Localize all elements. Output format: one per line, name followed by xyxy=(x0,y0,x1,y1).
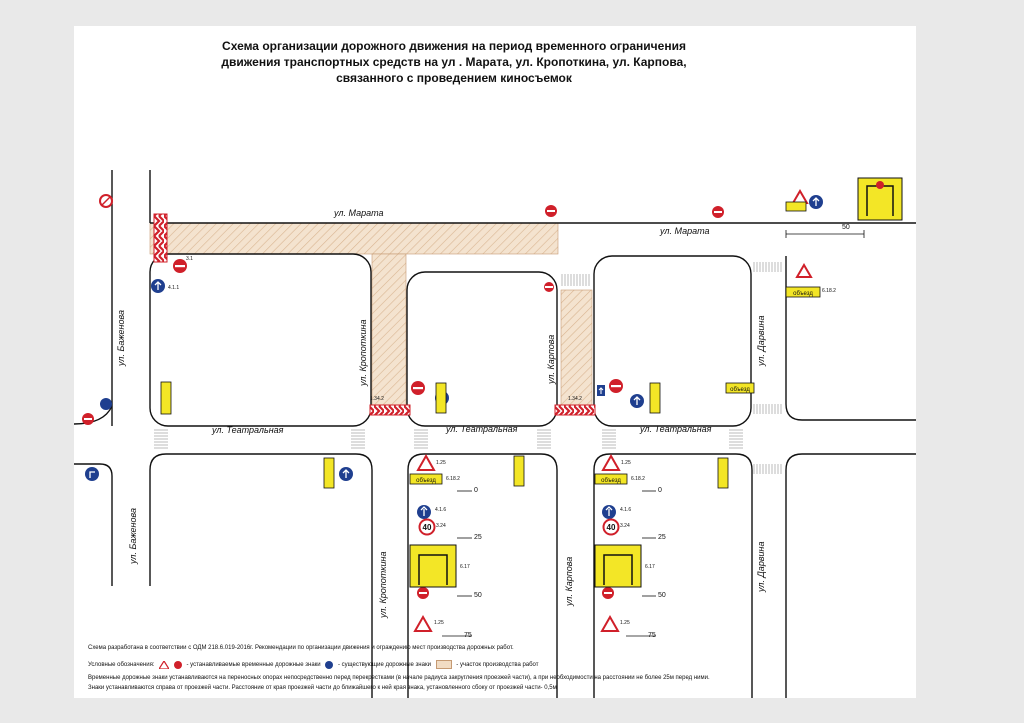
code-no-entry-1: 3.1 xyxy=(186,256,193,262)
street-label-kropotkina-1: ул. Кропоткина xyxy=(358,319,368,386)
distance-b-75: 75 xyxy=(648,632,656,639)
distance-a-50: 50 xyxy=(474,592,482,599)
code-works-1: 1.25 xyxy=(436,460,446,466)
detour-boards xyxy=(160,201,821,489)
code-speed-2: 3.24 xyxy=(620,523,630,529)
street-label-karpova-1: ул. Карпова xyxy=(546,334,556,384)
code-works-4: 1.25 xyxy=(620,620,630,626)
block-6 xyxy=(407,453,558,698)
distance-a-75: 75 xyxy=(464,632,472,639)
distance-a-25: 25 xyxy=(474,534,482,541)
legend-title: Условные обозначения: xyxy=(88,662,155,669)
scheme-title: Схема организации дорожного движения на … xyxy=(209,38,699,86)
code-barrier-1: 1.34.2 xyxy=(370,396,384,402)
title-line-2: движения транспортных средств на ул . Ма… xyxy=(221,55,687,69)
detour-text-3: объезд xyxy=(793,291,813,297)
detour-text-2: объезд xyxy=(601,478,621,484)
street-label-bazhenova-2: ул. Баженова xyxy=(128,508,138,564)
street-label-kropotkina-2: ул. Кропоткина xyxy=(378,551,388,618)
code-detour-3: 6.18.2 xyxy=(822,288,836,294)
block-1 xyxy=(149,253,372,427)
street-label-karpova-2: ул. Карпова xyxy=(564,556,574,606)
road-works-signs xyxy=(413,189,813,632)
block-3 xyxy=(593,255,752,427)
code-works-2: 1.25 xyxy=(621,460,631,466)
distance-b-0: 0 xyxy=(658,487,662,494)
code-turn-ban-2: 4.1.6 xyxy=(620,507,632,513)
street-label-bazhenova-1: ул. Баженова xyxy=(116,310,126,366)
legend-existing-sign-icon xyxy=(325,660,334,669)
legend-line-1: Схема разработана в соответствии с ОДМ 2… xyxy=(88,645,514,651)
legend-line-2: Условные обозначения: - устанавливаемые … xyxy=(88,659,539,670)
code-scheme-1: 6.17 xyxy=(460,564,470,570)
speed-limit-value-2: 40 xyxy=(607,523,616,532)
legend-existing-signs: - существующие дорожные знаки xyxy=(338,662,431,669)
crosswalks xyxy=(154,262,782,474)
street-label-marata-2: ул. Марата xyxy=(660,226,710,236)
legend-work-zone: - участок производства работ xyxy=(456,662,539,669)
street-label-teatralnaya-3: ул. Театральная xyxy=(640,424,712,434)
legend-temp-sign-circle-icon xyxy=(173,660,182,669)
code-barrier-2: 1.34.2 xyxy=(568,396,582,402)
work-zone-kropotkina xyxy=(371,253,407,407)
work-zone-karpova xyxy=(560,289,593,407)
code-turn-ban-1: 4.1.6 xyxy=(435,507,447,513)
code-detour-1: 6.18.2 xyxy=(446,476,460,482)
barrier-board-marata xyxy=(153,213,168,263)
detour-text-1: объезд xyxy=(416,478,436,484)
block-2 xyxy=(406,271,558,427)
corner-left-bottom xyxy=(74,463,113,586)
scheme-sheet: Схема организации дорожного движения на … xyxy=(74,26,916,698)
speed-limit-signs xyxy=(418,518,620,536)
barrier-board-karpova xyxy=(554,404,596,416)
no-entry-signs xyxy=(82,194,724,599)
street-label-darvina-1: ул. Дарвина xyxy=(756,315,766,366)
work-zone-marata xyxy=(149,222,559,255)
block-8 xyxy=(785,453,916,698)
block-7 xyxy=(593,453,753,698)
legend-line-3: Временные дорожные знаки устанавливаются… xyxy=(88,675,710,681)
distance-b-25: 25 xyxy=(658,534,666,541)
legend-temp-signs: - устанавливаемые временные дорожные зна… xyxy=(186,662,321,669)
distance-b-50: 50 xyxy=(658,592,666,599)
title-line-1: Схема организации дорожного движения на … xyxy=(222,39,686,53)
distance-top-right: 50 xyxy=(842,224,850,231)
code-right-turn: 4.1.1 xyxy=(168,285,180,291)
distance-ticks xyxy=(442,230,865,637)
distance-a-0: 0 xyxy=(474,487,478,494)
street-label-marata-1: ул. Марата xyxy=(334,208,384,218)
code-speed-1: 3.24 xyxy=(436,523,446,529)
legend-temp-sign-icon xyxy=(158,659,171,670)
barrier-board-kropotkina xyxy=(369,404,411,416)
detour-text-4: объезд xyxy=(730,387,750,393)
code-detour-2: 6.18.2 xyxy=(631,476,645,482)
street-label-teatralnaya-1: ул. Театральная xyxy=(212,425,284,435)
code-scheme-2: 6.17 xyxy=(645,564,655,570)
legend-line-4: Знаки устанавливаются справа от проезжей… xyxy=(88,685,557,691)
title-line-3: связанного с проведением киносъемок xyxy=(336,71,572,85)
code-works-3: 1.25 xyxy=(434,620,444,626)
block-5 xyxy=(149,453,373,698)
street-label-darvina-2: ул. Дарвина xyxy=(756,541,766,592)
road-map: 40 40 объезд объезд объезд об xyxy=(74,170,916,698)
street-label-teatralnaya-2: ул. Театральная xyxy=(446,424,518,434)
speed-limit-value-1: 40 xyxy=(423,523,432,532)
block-4 xyxy=(785,256,916,421)
corner-left-top xyxy=(74,405,113,425)
legend-work-zone-swatch xyxy=(435,660,452,669)
scheme-signs xyxy=(409,177,903,588)
